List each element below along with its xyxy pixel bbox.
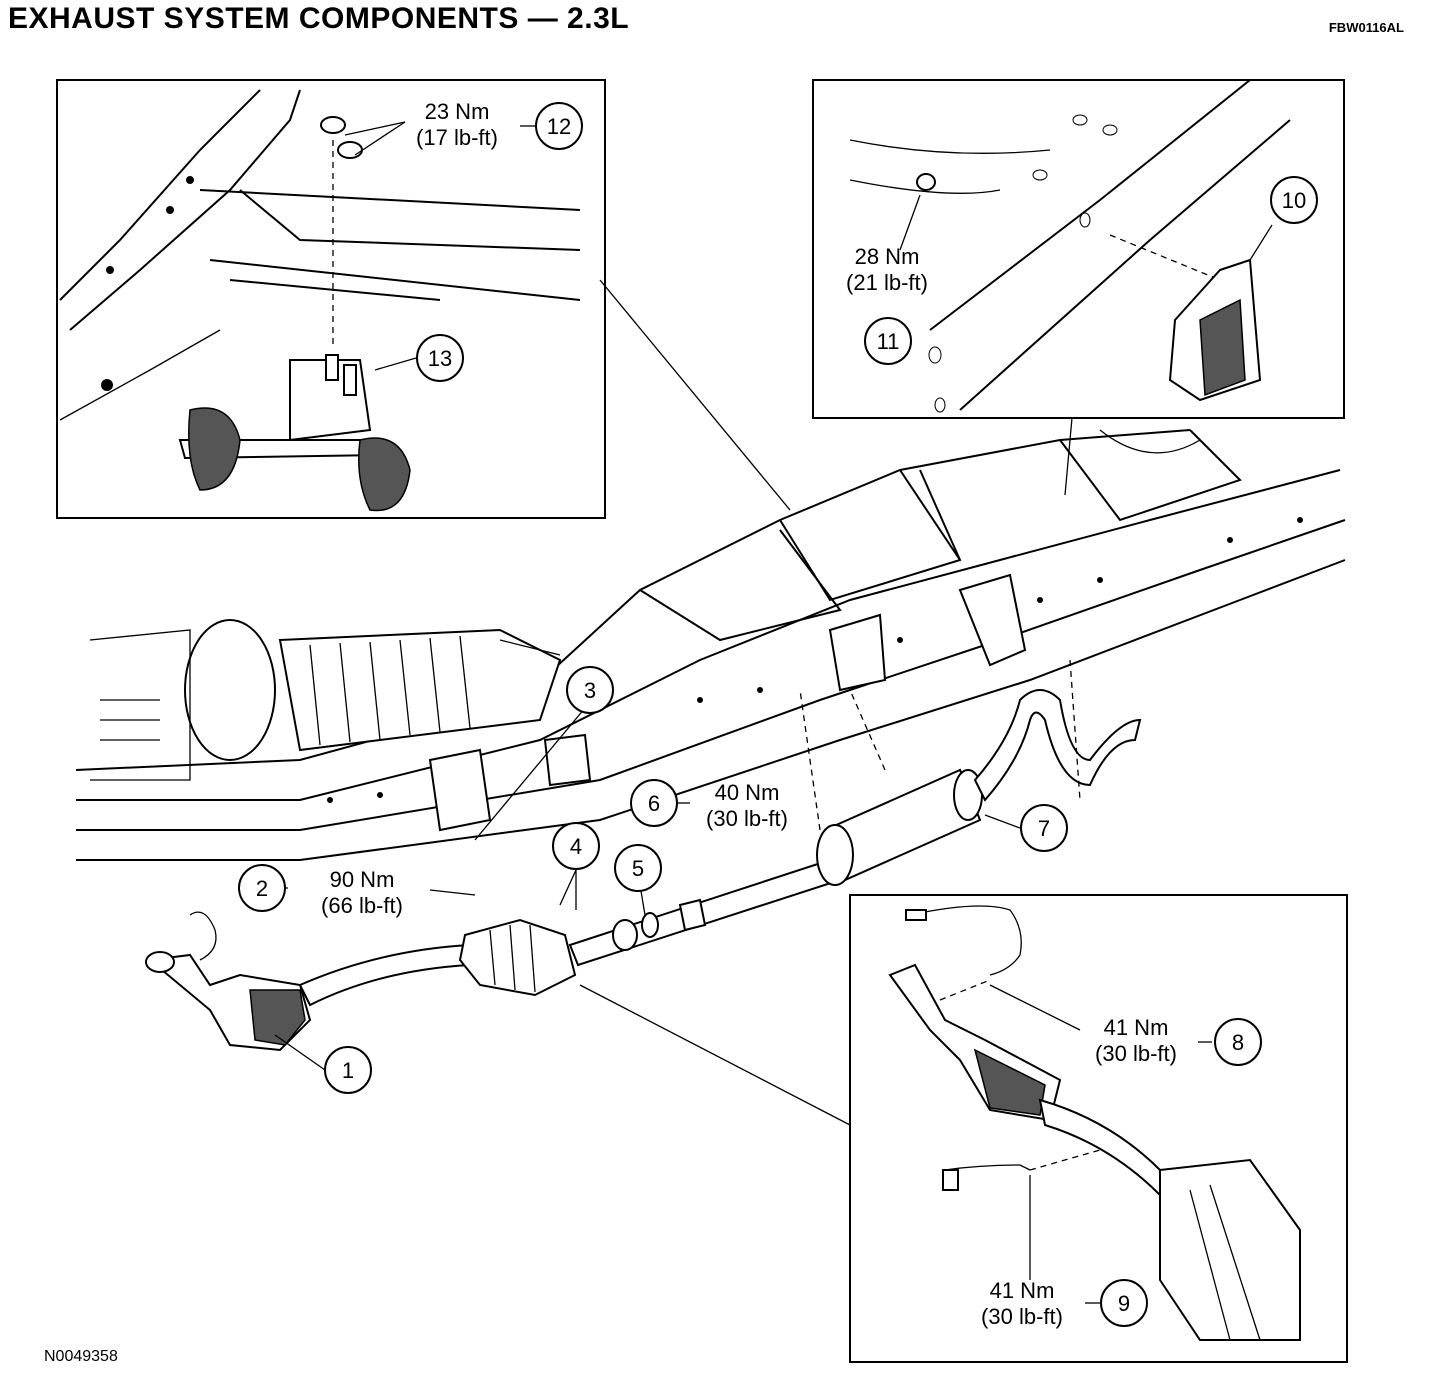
drawing-code: FBW0116AL [1328,20,1404,35]
figure-id: N0049358 [44,1348,118,1365]
svg-text:2: 2 [256,876,268,901]
svg-text:12: 12 [547,114,571,139]
callout-13: 13 [416,334,464,382]
exhaust-system [145,689,1142,1052]
svg-text:40 Nm: 40 Nm [715,780,780,805]
torque-label-11: 28 Nm (21 lb-ft) [846,244,928,295]
svg-text:10: 10 [1282,188,1306,213]
svg-text:41 Nm: 41 Nm [990,1278,1055,1303]
callout-9: 9 [1100,1279,1148,1327]
svg-text:(30 lb-ft): (30 lb-ft) [981,1304,1063,1329]
leader-lines [238,279,1081,1126]
svg-text:(66 lb-ft): (66 lb-ft) [321,893,403,918]
callout-5: 5 [614,844,662,892]
svg-text:7: 7 [1038,816,1050,841]
svg-text:13: 13 [428,346,452,371]
callout-4: 4 [552,822,600,870]
torque-label-6: 40 Nm (30 lb-ft) [706,780,788,831]
svg-text:23 Nm: 23 Nm [425,99,490,124]
svg-text:1: 1 [342,1058,354,1083]
callout-7: 7 [1020,804,1068,852]
callout-1: 1 [324,1046,372,1094]
svg-text:90 Nm: 90 Nm [330,867,395,892]
diagram-title: EXHAUST SYSTEM COMPONENTS — 2.3L [8,2,630,35]
svg-text:(21 lb-ft): (21 lb-ft) [846,270,928,295]
inset-mount-detail [56,79,606,519]
callout-6: 6 [630,779,678,827]
callout-11: 11 [864,317,912,365]
callout-3: 3 [566,666,614,714]
svg-text:8: 8 [1232,1030,1244,1055]
svg-text:(17 lb-ft): (17 lb-ft) [416,125,498,150]
svg-text:41 Nm: 41 Nm [1104,1015,1169,1040]
svg-text:(30 lb-ft): (30 lb-ft) [706,806,788,831]
svg-text:5: 5 [632,856,644,881]
svg-text:4: 4 [570,834,582,859]
inset-sensor-detail [849,894,1348,1363]
vehicle-frame [75,429,1346,861]
inset-hanger-detail [812,79,1345,419]
svg-text:11: 11 [877,329,900,354]
torque-label-2: 90 Nm (66 lb-ft) [321,867,403,918]
svg-text:3: 3 [584,678,596,703]
svg-text:(30 lb-ft): (30 lb-ft) [1095,1041,1177,1066]
torque-label-8: 41 Nm (30 lb-ft) [1095,1015,1177,1066]
callout-8: 8 [1214,1018,1262,1066]
callout-12: 12 [535,102,583,150]
svg-text:9: 9 [1118,1291,1130,1316]
svg-text:6: 6 [648,791,660,816]
torque-label-12: 23 Nm (17 lb-ft) [416,99,498,150]
callout-10: 10 [1270,176,1318,224]
callout-2: 2 [238,864,286,912]
torque-label-9: 41 Nm (30 lb-ft) [981,1278,1063,1329]
transmission [89,619,562,781]
svg-text:28 Nm: 28 Nm [855,244,920,269]
